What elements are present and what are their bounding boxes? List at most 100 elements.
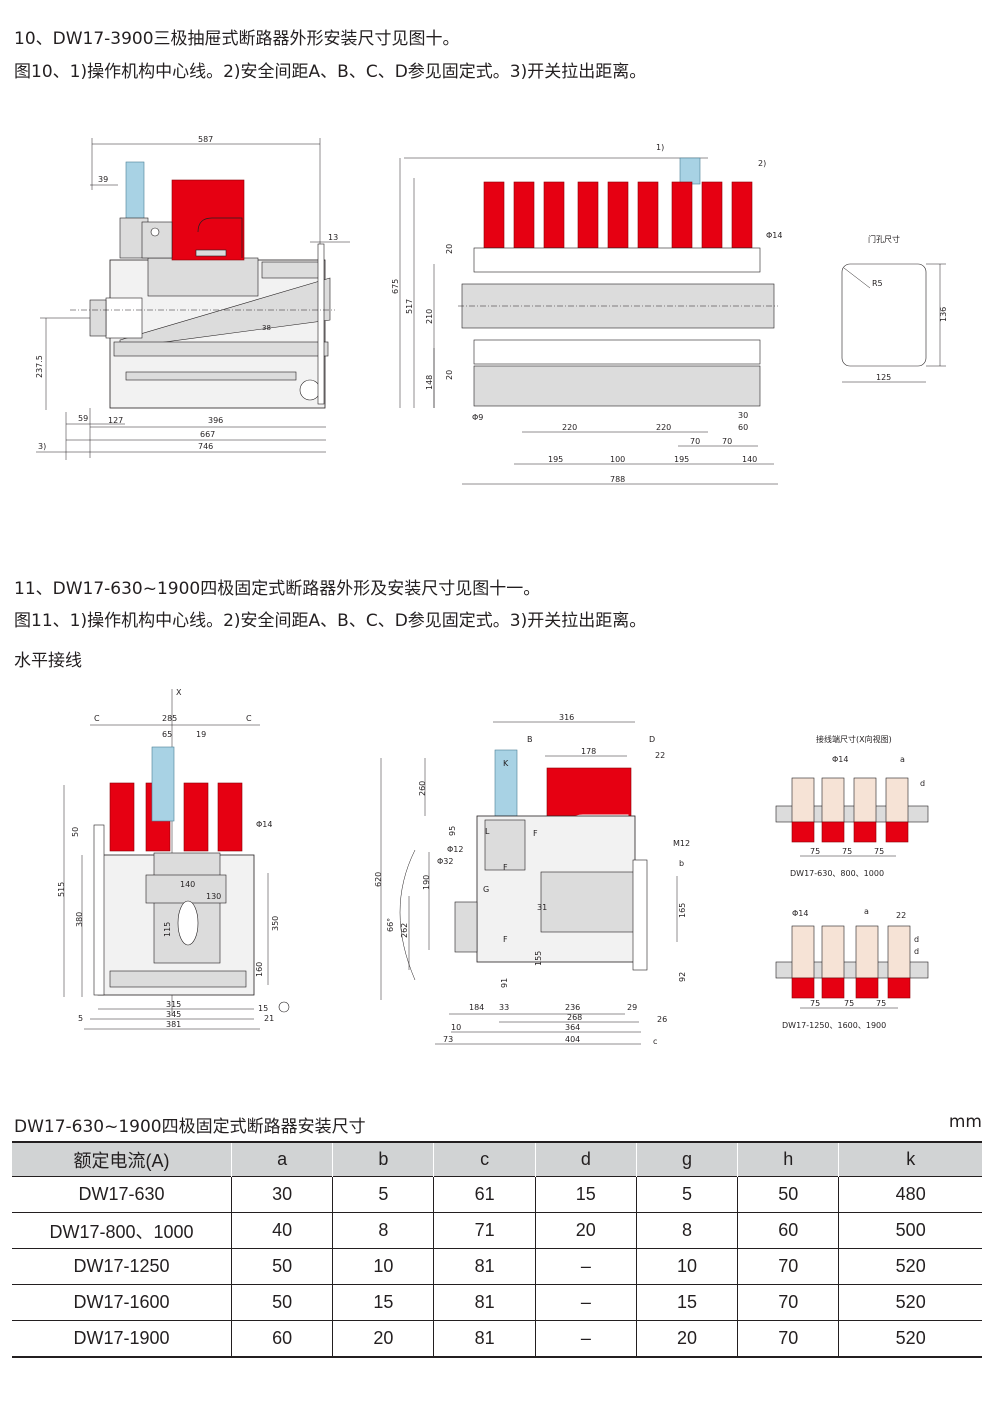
door-cutout-title: 门孔尺寸 (868, 234, 900, 244)
label-k: K (503, 759, 509, 768)
cell-model: DW17-800、1000 (12, 1212, 232, 1249)
dim-95: 95 (448, 826, 457, 836)
fig11-front-view: X C C 285 65 19 Φ14 50 515 380 140 130 1… (57, 688, 290, 1030)
label-d: D (649, 735, 655, 744)
cell-a: 40 (230, 1212, 333, 1249)
cell-b: 20 (332, 1320, 434, 1358)
dim-100: 100 (610, 455, 625, 464)
cell-k: 520 (838, 1248, 982, 1285)
install-dimension-table: 额定电流(A) a b c d g h k DW17-630 30 5 61 1… (12, 1141, 982, 1358)
terminal-title: 接线端尺寸(X向视图) (816, 734, 892, 744)
dim-517: 517 (405, 299, 414, 314)
cell-h: 70 (737, 1284, 839, 1321)
table-row: DW17-1600 50 15 81 – 15 70 520 (12, 1284, 982, 1321)
t1-75b: 75 (842, 847, 852, 856)
dim-30: 30 (738, 411, 748, 420)
dim-22: 22 (655, 751, 665, 760)
dim-260: 260 (418, 781, 427, 796)
dim-404: 404 (565, 1035, 580, 1044)
dim-19: 19 (196, 730, 206, 739)
dim-92: 92 (678, 972, 687, 982)
dim-38: 38 (262, 324, 271, 332)
cell-a: 60 (230, 1320, 333, 1358)
section11-subheading: 水平接线 (14, 651, 82, 671)
label-f: F (503, 863, 508, 872)
dim-140: 140 (180, 880, 195, 889)
cell-model: DW17-1900 (12, 1320, 232, 1358)
t1-d: d (920, 779, 925, 788)
dim-381: 381 (166, 1020, 181, 1029)
dim-26: 26 (657, 1015, 667, 1024)
cell-c: 61 (433, 1176, 536, 1213)
dim-160: 160 (255, 962, 264, 977)
dim-316: 316 (559, 713, 574, 722)
cell-h: 70 (737, 1248, 839, 1285)
dim-178: 178 (581, 747, 596, 756)
dim-396: 396 (208, 416, 223, 425)
cell-c: 81 (433, 1284, 536, 1321)
cell-d: – (534, 1248, 637, 1285)
fig10-front-view: 1) 2) 675 517 210 148 20 20 Φ14 Φ9 220 2… (391, 143, 782, 485)
dim-184: 184 (469, 1003, 484, 1012)
t2-75c: 75 (876, 999, 886, 1008)
cell-k: 500 (838, 1212, 982, 1249)
dim-10: 10 (451, 1023, 461, 1032)
label-c1: C (94, 714, 100, 723)
cell-k: 520 (838, 1320, 982, 1358)
label-f2: F (503, 935, 508, 944)
cell-g: 20 (635, 1320, 738, 1358)
dim-r5: R5 (872, 279, 883, 288)
th-rated-current: 额定电流(A) (12, 1142, 232, 1177)
table-unit: mm (948, 1112, 982, 1132)
cell-g: 5 (635, 1176, 738, 1213)
dim-29: 29 (627, 1003, 637, 1012)
th-d: d (534, 1142, 637, 1177)
dim-91: 91 (500, 978, 509, 988)
section10-caption: 图10、1)操作机构中心线。2)安全间距A、B、C、D参见固定式。3)开关拉出距… (14, 62, 647, 82)
cell-d: – (534, 1320, 637, 1358)
cell-c: 71 (433, 1212, 536, 1249)
th-b: b (332, 1142, 434, 1177)
th-g: g (635, 1142, 738, 1177)
dim-237-5: 237.5 (35, 355, 44, 378)
dim-190: 190 (422, 875, 431, 890)
th-c: c (433, 1142, 536, 1177)
dim-788: 788 (610, 475, 625, 484)
dim-667: 667 (200, 430, 215, 439)
dim-746: 746 (198, 442, 213, 451)
cell-k: 480 (838, 1176, 982, 1213)
cell-d: 15 (534, 1176, 637, 1213)
dim-220a: 220 (562, 423, 577, 432)
t1-a: a (900, 755, 905, 764)
cell-model: DW17-1600 (12, 1284, 232, 1321)
dim-50: 50 (71, 827, 80, 837)
dim-phi32: Φ32 (437, 857, 453, 866)
label-c2: C (246, 714, 252, 723)
dim-70a: 70 (690, 437, 700, 446)
dim-315: 315 (166, 1000, 181, 1009)
label-l: L (485, 827, 490, 836)
cell-g: 15 (635, 1284, 738, 1321)
cell-g: 10 (635, 1248, 738, 1285)
dim-65: 65 (162, 730, 172, 739)
dim-39: 39 (98, 175, 108, 184)
dim-220b: 220 (656, 423, 671, 432)
dim-515: 515 (57, 882, 66, 897)
section11-caption: 图11、1)操作机构中心线。2)安全间距A、B、C、D参见固定式。3)开关拉出距… (14, 611, 647, 631)
dim-262: 262 (400, 923, 409, 938)
t2-75b: 75 (844, 999, 854, 1008)
dim-140: 140 (742, 455, 757, 464)
dim-60: 60 (738, 423, 748, 432)
dim-620: 620 (374, 872, 383, 887)
section10-heading: 10、DW17-3900三极抽屉式断路器外形安装尺寸见图十。 (14, 29, 460, 49)
dim-phi14: Φ14 (766, 231, 782, 240)
dim-20b: 20 (445, 370, 454, 380)
dim-345: 345 (166, 1010, 181, 1019)
dim-130: 130 (206, 892, 221, 901)
dim-21: 21 (264, 1014, 274, 1023)
cell-d: – (534, 1284, 637, 1321)
dim-125: 125 (876, 373, 891, 382)
label-b: B (527, 735, 533, 744)
dim-15: 15 (258, 1004, 268, 1013)
t2-d2: d (914, 947, 919, 956)
